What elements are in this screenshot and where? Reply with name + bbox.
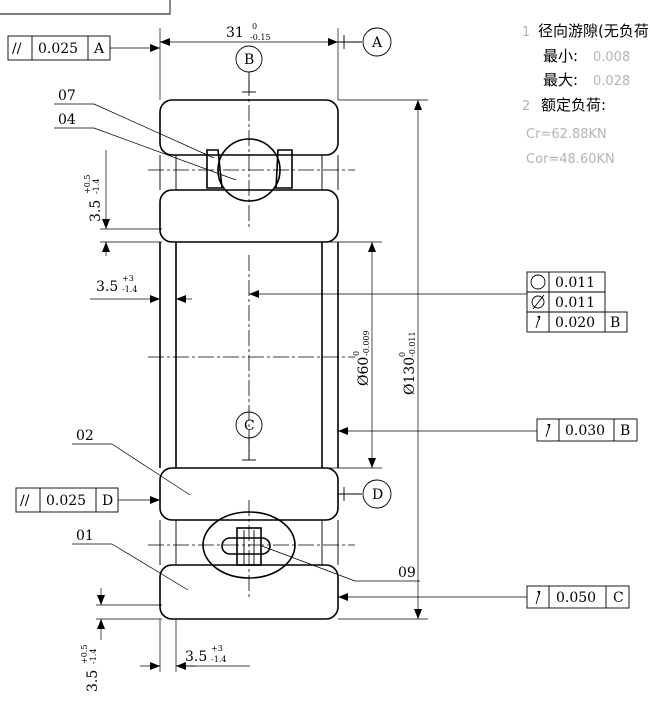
- svg-text:最小:: 最小:: [543, 47, 578, 65]
- svg-text:Cor=48.60KN: Cor=48.60KN: [526, 152, 615, 167]
- part-02: 02: [72, 428, 191, 496]
- svg-text:+3: +3: [211, 644, 223, 653]
- svg-text:C: C: [244, 418, 255, 434]
- svg-text:+0.5: +0.5: [80, 645, 89, 664]
- dim-width-tol-upper: 0: [252, 22, 257, 31]
- svg-text:0.011: 0.011: [555, 295, 595, 311]
- bearing-section: [148, 80, 355, 620]
- outer-ring-lower: [159, 564, 339, 620]
- svg-text://: //: [12, 41, 22, 57]
- roundness-symbol: [530, 274, 546, 290]
- svg-text:04: 04: [58, 112, 76, 128]
- fcf-parallel-a: // 0.025 A: [7, 35, 160, 61]
- svg-text:07: 07: [58, 88, 76, 104]
- dim-chamfer-lower-horizontal: 3.5 +3 -1.4: [140, 619, 250, 672]
- svg-text:0.011: 0.011: [555, 275, 595, 291]
- svg-text:-1.4: -1.4: [211, 655, 226, 664]
- note-clearance-title: 径向游隙(无负荷: [538, 22, 649, 40]
- dim-chamfer-lower-vertical: 3.5 +0.5 -1.4: [80, 588, 162, 692]
- svg-text:A: A: [93, 41, 105, 57]
- dim-outer-diameter: Ø130 0 -0.011: [338, 99, 428, 620]
- datum-d: D: [338, 479, 392, 509]
- svg-text:3.5: 3.5: [185, 649, 207, 665]
- technical-notes: 1 径向游隙(无负荷 最小: 0.008 最大: 0.028 2 额定负荷: C…: [522, 22, 649, 167]
- fcf-runout-c: 0.050 C: [338, 585, 630, 609]
- part-01: 01: [72, 528, 189, 591]
- datum-b: B: [235, 45, 263, 93]
- svg-text:3.5: 3.5: [85, 670, 101, 692]
- datum-a: A: [338, 27, 392, 57]
- dim-chamfer-upper-horizontal: 3.5 +3 -1.4: [90, 242, 192, 305]
- svg-text:0.050: 0.050: [556, 590, 596, 606]
- title-block-corner: [0, 0, 171, 15]
- svg-text:+0.5: +0.5: [83, 175, 92, 194]
- dim-od-value: Ø130: [402, 357, 418, 395]
- svg-text:C: C: [613, 590, 624, 606]
- svg-text:最大:: 最大:: [543, 71, 578, 89]
- dim-inner-diameter: Ø60 0 -0.009: [322, 241, 382, 469]
- svg-text:0.025: 0.025: [38, 41, 78, 57]
- part-07: 07: [54, 88, 215, 159]
- fcf-bore-group: 0.011 0.011 0.020 B: [249, 271, 628, 333]
- fcf-parallel-d: // 0.025 D: [15, 487, 160, 513]
- svg-text:0.020: 0.020: [555, 315, 595, 331]
- part-09: 09: [261, 545, 420, 582]
- svg-text:B: B: [620, 423, 630, 439]
- svg-text:02: 02: [76, 428, 94, 444]
- dim-chamfer-upper-vertical: 3.5 +0.5 -1.4: [83, 150, 162, 256]
- svg-text:D: D: [372, 487, 383, 503]
- fcf-runout-b-outer: 0.030 B: [338, 418, 638, 442]
- svg-text:-1.4: -1.4: [122, 285, 137, 294]
- svg-text:+3: +3: [122, 274, 134, 283]
- svg-text:2: 2: [522, 99, 530, 114]
- svg-text:-0.009: -0.009: [362, 330, 371, 356]
- note-load-title: 额定负荷:: [541, 96, 606, 114]
- datum-c: C: [235, 411, 263, 461]
- svg-text:09: 09: [398, 565, 416, 581]
- svg-text://: //: [20, 493, 30, 509]
- svg-text:D: D: [102, 493, 113, 509]
- svg-text:0.008: 0.008: [593, 50, 630, 65]
- svg-text:0: 0: [398, 352, 407, 357]
- svg-text:0.028: 0.028: [593, 74, 630, 89]
- svg-text:0.030: 0.030: [565, 423, 605, 439]
- svg-text:-1.4: -1.4: [92, 179, 101, 194]
- dim-id-value: Ø60: [356, 357, 372, 386]
- svg-text:0: 0: [352, 351, 361, 356]
- dim-width-value: 31: [226, 25, 244, 41]
- svg-text:-1.4: -1.4: [89, 649, 98, 664]
- svg-text:B: B: [244, 52, 254, 68]
- svg-text:A: A: [371, 35, 383, 51]
- dim-width: 31 0 -0.15: [159, 22, 339, 100]
- svg-text:3.5: 3.5: [88, 200, 104, 222]
- svg-text:1: 1: [522, 25, 530, 40]
- svg-text:Cr=62.88KN: Cr=62.88KN: [526, 127, 607, 142]
- svg-text:01: 01: [76, 528, 94, 544]
- svg-text:-0.011: -0.011: [408, 331, 417, 357]
- part-04: 04: [54, 112, 237, 181]
- svg-text:B: B: [610, 315, 620, 331]
- svg-text:0.025: 0.025: [46, 493, 86, 509]
- svg-text:3.5: 3.5: [96, 279, 118, 295]
- cylindricity-symbol: [531, 295, 545, 309]
- dim-width-tol-lower: -0.15: [250, 33, 271, 42]
